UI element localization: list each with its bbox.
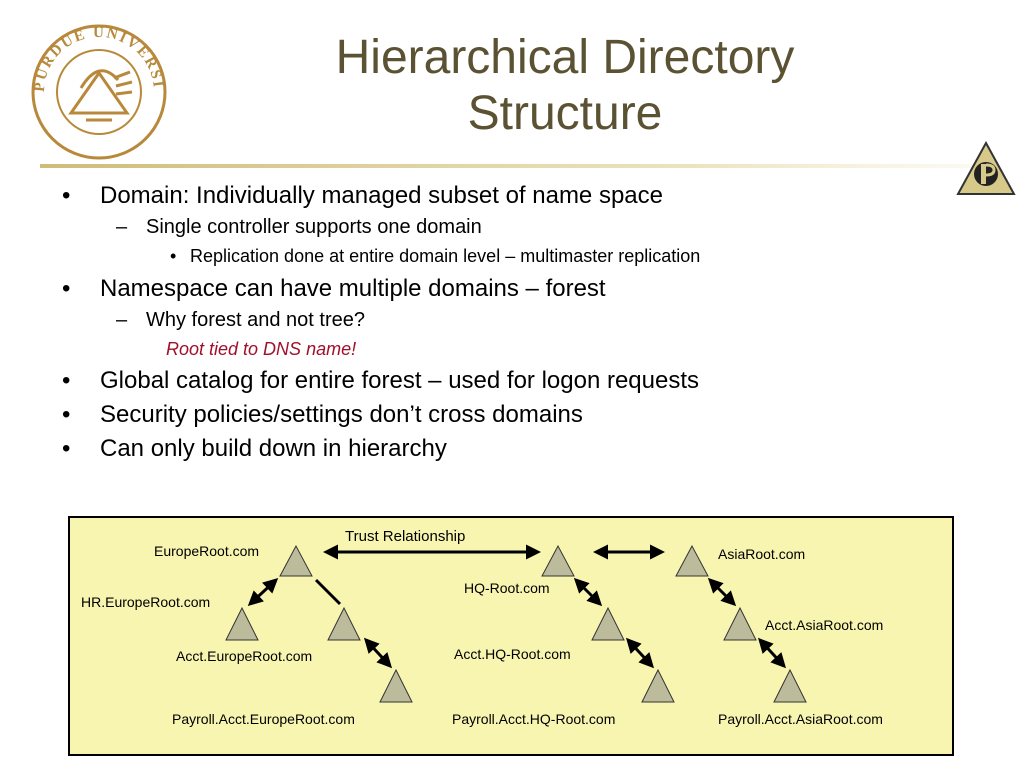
link-asia-acct-payroll	[757, 637, 787, 669]
domain-forest-diagram: Trust Relationship EuropeRoot.com HR.Eur…	[68, 516, 954, 756]
asia-acct-triangle	[723, 606, 757, 641]
asia-payroll-label: Payroll.Acct.AsiaRoot.com	[718, 711, 883, 727]
asia-root-triangle	[675, 544, 709, 577]
note-root-dns: Root tied to DNS name!	[166, 339, 357, 359]
slide-title: Hierarchical Directory Structure	[240, 30, 890, 142]
link-hq-acct-payroll	[625, 637, 655, 669]
europe-hr-triangle	[225, 606, 259, 641]
hq-acct-triangle	[591, 606, 625, 641]
sub-bullet-single-controller: Single controller supports one domain	[116, 216, 482, 239]
sub-sub-bullet-replication: Replication done at entire domain level …	[170, 246, 700, 267]
europe-payroll-triangle	[379, 668, 413, 703]
link-hq-root-acct	[573, 577, 603, 607]
link-europe-root-hr	[247, 577, 279, 607]
hq-payroll-triangle	[641, 668, 675, 703]
hq-root-triangle	[541, 544, 575, 577]
asia-acct-label: Acct.AsiaRoot.com	[765, 617, 883, 633]
hq-payroll-label: Payroll.Acct.HQ-Root.com	[452, 711, 615, 727]
europe-acct-label: Acct.EuropeRoot.com	[176, 648, 312, 664]
title-line-2: Structure	[467, 87, 663, 140]
europe-root-label: EuropeRoot.com	[154, 543, 259, 559]
hq-acct-label: Acct.HQ-Root.com	[454, 646, 571, 662]
trust-relationship-label: Trust Relationship	[345, 528, 465, 545]
europe-acct-triangle	[327, 606, 361, 641]
bullet-domain: Domain: Individually managed subset of n…	[62, 182, 663, 210]
europe-root-triangle	[279, 544, 313, 577]
bullet-namespace: Namespace can have multiple domains – fo…	[62, 275, 606, 303]
bullet-global-catalog: Global catalog for entire forest – used …	[62, 367, 699, 395]
bullet-security-policies: Security policies/settings don’t cross d…	[62, 401, 583, 429]
hq-root-label: HQ-Root.com	[464, 580, 550, 596]
link-asia-root-acct	[707, 577, 737, 607]
bullet-build-down: Can only build down in hierarchy	[62, 435, 447, 463]
sub-bullet-why-forest: Why forest and not tree?	[116, 309, 365, 332]
title-line-1: Hierarchical Directory	[335, 31, 795, 84]
purdue-seal-logo: PURDUE UNIVERSITY	[26, 18, 167, 160]
title-divider	[40, 164, 980, 168]
link-europe-acct-payroll	[363, 637, 393, 669]
link-europe-root-acct	[314, 578, 342, 606]
asia-payroll-triangle	[773, 668, 807, 703]
asia-root-label: AsiaRoot.com	[718, 546, 805, 562]
purdue-p-badge-icon	[956, 140, 1016, 195]
europe-hr-label: HR.EuropeRoot.com	[81, 594, 210, 610]
bullet-list: Domain: Individually managed subset of n…	[0, 0, 1024, 500]
europe-payroll-label: Payroll.Acct.EuropeRoot.com	[172, 711, 355, 727]
